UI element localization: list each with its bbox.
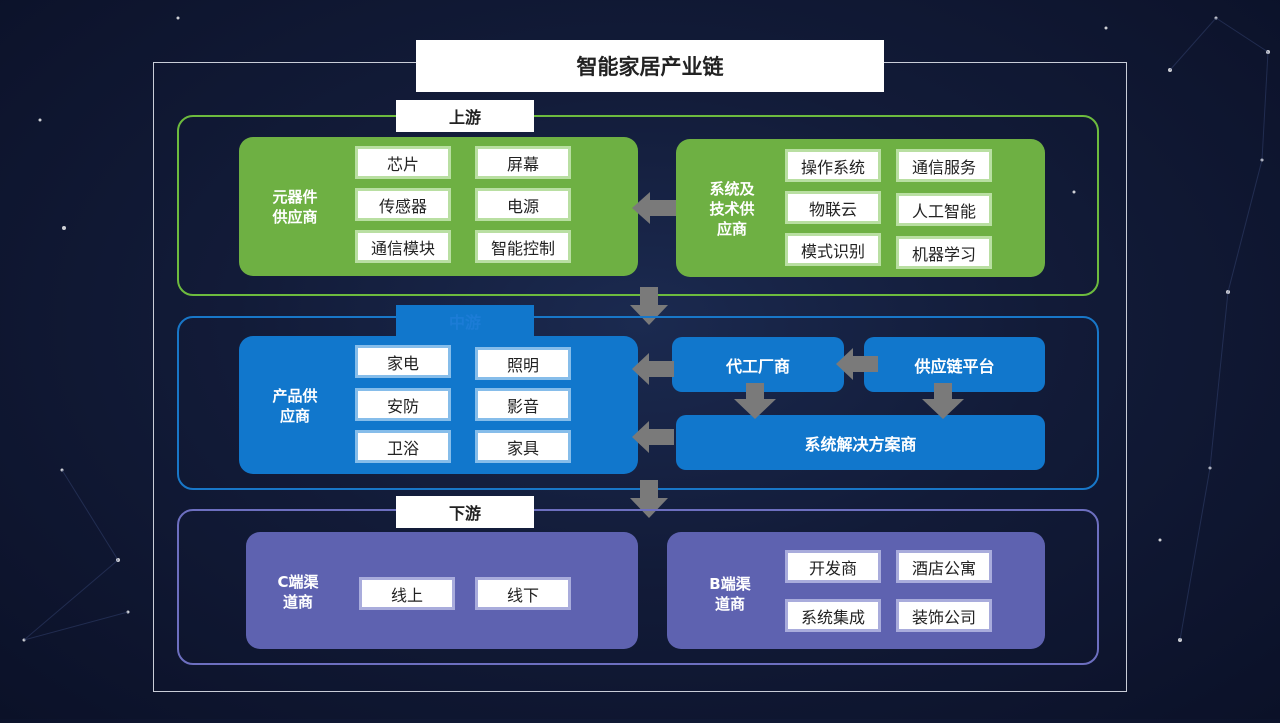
upstream-label: 上游 (396, 100, 534, 132)
machine-learning-chip: 机器学习 (896, 236, 992, 269)
arrow-left-icon (632, 192, 676, 224)
lighting-chip: 照明 (475, 347, 571, 380)
supply-chain-platform-panel: 供应链平台 (864, 337, 1045, 392)
bathroom-chip: 卫浴 (355, 430, 451, 463)
chip-chip: 芯片 (355, 146, 451, 179)
system-integration-chip: 系统集成 (785, 599, 881, 632)
offline-chip: 线下 (475, 577, 571, 610)
upstream-section (177, 115, 1099, 296)
arrow-down-icon (630, 287, 668, 325)
os-chip: 操作系统 (785, 149, 881, 182)
developer-chip: 开发商 (785, 550, 881, 583)
tech-supplier-panel: 系统及 技术供 应商 操作系统 通信服务 物联云 人工智能 模式识别 机器学习 (676, 139, 1045, 277)
b-channel-panel: B端渠 道商 开发商 酒店公寓 系统集成 装饰公司 (667, 532, 1045, 649)
power-chip: 电源 (475, 188, 571, 221)
arrow-down-icon (922, 383, 964, 419)
arrow-down-icon (734, 383, 776, 419)
b-channel-title: B端渠 道商 (709, 575, 751, 613)
product-supplier-title: 产品供 应商 (272, 387, 318, 425)
appliance-chip: 家电 (355, 345, 451, 378)
c-channel-panel: C端渠 道商 线上 线下 (246, 532, 638, 649)
components-supplier-title: 元器件 供应商 (272, 188, 318, 226)
security-chip: 安防 (355, 388, 451, 421)
tech-supplier-title: 系统及 技术供 应商 (709, 180, 755, 238)
ai-chip: 人工智能 (896, 193, 992, 226)
arrow-left-icon (632, 353, 674, 385)
arrow-left-icon (632, 421, 674, 453)
midstream-section (177, 316, 1099, 490)
screen-chip: 屏幕 (475, 146, 571, 179)
audio-video-chip: 影音 (475, 388, 571, 421)
hotel-apartment-chip: 酒店公寓 (896, 550, 992, 583)
c-channel-title: C端渠 道商 (277, 573, 319, 611)
iot-cloud-chip: 物联云 (785, 191, 881, 224)
downstream-section (177, 509, 1099, 665)
furniture-chip: 家具 (475, 430, 571, 463)
page-title: 智能家居产业链 (416, 40, 884, 92)
comm-service-chip: 通信服务 (896, 149, 992, 182)
product-supplier-panel: 产品供 应商 家电 照明 安防 影音 卫浴 家具 (239, 336, 638, 474)
smart-control-chip: 智能控制 (475, 230, 571, 263)
components-supplier-panel: 元器件 供应商 芯片 屏幕 传感器 电源 通信模块 智能控制 (239, 137, 638, 276)
downstream-label: 下游 (396, 496, 534, 528)
decoration-company-chip: 装饰公司 (896, 599, 992, 632)
sensor-chip: 传感器 (355, 188, 451, 221)
arrow-left-icon (836, 348, 878, 380)
online-chip: 线上 (359, 577, 455, 610)
oem-panel: 代工厂商 (672, 337, 844, 392)
midstream-label: 中游 (396, 305, 534, 337)
solution-provider-panel: 系统解决方案商 (676, 415, 1045, 470)
comm-module-chip: 通信模块 (355, 230, 451, 263)
arrow-down-icon (630, 480, 668, 518)
pattern-recognition-chip: 模式识别 (785, 233, 881, 266)
